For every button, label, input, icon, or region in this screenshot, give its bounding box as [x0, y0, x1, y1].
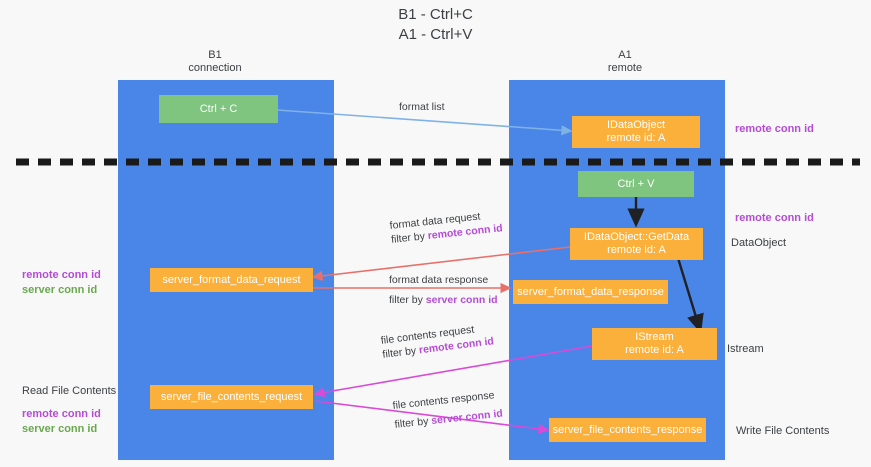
- node-ctrl-c-label: Ctrl + C: [199, 102, 238, 115]
- edge-label-format-list: format list: [399, 101, 445, 113]
- side-label-left-remote-conn-id-mid: remote conn id: [22, 269, 101, 281]
- column-header-b1-name: B1: [208, 49, 222, 61]
- node-server-file-contents-response[interactable]: server_file_contents_response: [549, 418, 706, 442]
- title-line-2: A1 - Ctrl+V: [398, 26, 473, 43]
- side-label-read-file-contents: Read File Contents: [22, 385, 117, 397]
- side-label-left-server-conn-id-mid: server conn id: [22, 284, 98, 296]
- edge-label-format-data-response: format data response filter by server co…: [389, 273, 498, 307]
- node-server-file-contents-request[interactable]: server_file_contents_request: [150, 385, 313, 409]
- side-label-remote-conn-id-mid: remote conn id: [735, 212, 814, 224]
- node-ctrl-v-label: Ctrl + V: [617, 177, 655, 190]
- node-server-file-contents-response-label: server_file_contents_response: [552, 423, 703, 436]
- edge-label-format-data-request: format data request filter by remote con…: [389, 207, 503, 247]
- side-label-remote-conn-id-top: remote conn id: [735, 123, 814, 135]
- server-conn-id-accent: server conn id: [425, 294, 498, 306]
- filter-by-text-4: filter by: [394, 415, 432, 431]
- column-header-a1-name: A1: [618, 49, 632, 61]
- side-label-left-server-conn-id-bottom: server conn id: [22, 423, 98, 435]
- node-server-format-data-request[interactable]: server_format_data_request: [150, 268, 313, 292]
- side-label-istream: Istream: [727, 343, 764, 355]
- edge-label-format-data-response-line2: filter by server conn id: [389, 293, 498, 307]
- side-group-read-file-contents: Read File Contents remote conn id server…: [22, 384, 116, 437]
- side-label-left-remote-conn-id-bottom: remote conn id: [22, 408, 101, 420]
- node-idataobject-line1: IDataObject: [606, 119, 666, 131]
- node-istream-line2: remote id: A: [625, 344, 684, 356]
- node-server-file-contents-request-label: server_file_contents_request: [160, 390, 303, 403]
- column-header-a1-role: remote: [607, 62, 643, 74]
- node-idataobject[interactable]: IDataObject remote id: A: [572, 116, 700, 148]
- side-label-dataobject: DataObject: [731, 237, 787, 249]
- filter-by-text: filter by: [390, 230, 429, 246]
- node-ctrl-c[interactable]: Ctrl + C: [159, 95, 278, 123]
- edge-label-file-contents-request: file contents request filter by remote c…: [380, 320, 495, 361]
- node-istream-line1: IStream: [635, 331, 674, 343]
- side-label-write-file-contents: Write File Contents: [736, 425, 830, 437]
- node-server-format-data-response[interactable]: server_format_data_response: [513, 280, 668, 304]
- node-server-format-data-request-label: server_format_data_request: [162, 273, 301, 286]
- column-header-a1: A1 remote: [545, 49, 705, 75]
- node-istream[interactable]: IStream remote id: A: [592, 328, 717, 360]
- node-idataobject-line2: remote id: A: [606, 132, 666, 144]
- filter-by-text-2: filter by: [389, 294, 426, 306]
- column-header-b1-role: connection: [188, 62, 242, 74]
- title-line-1: B1 - Ctrl+C: [398, 6, 473, 23]
- server-conn-id-accent-2: server conn id: [430, 407, 504, 427]
- node-server-format-data-response-label: server_format_data_response: [517, 285, 664, 298]
- side-group-conn-ids-mid: remote conn id server conn id: [22, 268, 101, 298]
- filter-by-text-3: filter by: [381, 344, 420, 361]
- node-getdata-line1: IDataObject::GetData: [583, 231, 690, 243]
- column-header-b1: B1 connection: [135, 49, 295, 75]
- edge-label-format-data-response-line1: format data response: [389, 274, 489, 286]
- node-getdata-line2: remote id: A: [607, 244, 666, 256]
- node-idataobject-getdata[interactable]: IDataObject::GetData remote id: A: [570, 228, 703, 260]
- node-ctrl-v[interactable]: Ctrl + V: [578, 171, 694, 197]
- diagram-title: B1 - Ctrl+C A1 - Ctrl+V: [0, 5, 871, 45]
- edge-label-file-contents-response: file contents response filter by server …: [392, 388, 503, 432]
